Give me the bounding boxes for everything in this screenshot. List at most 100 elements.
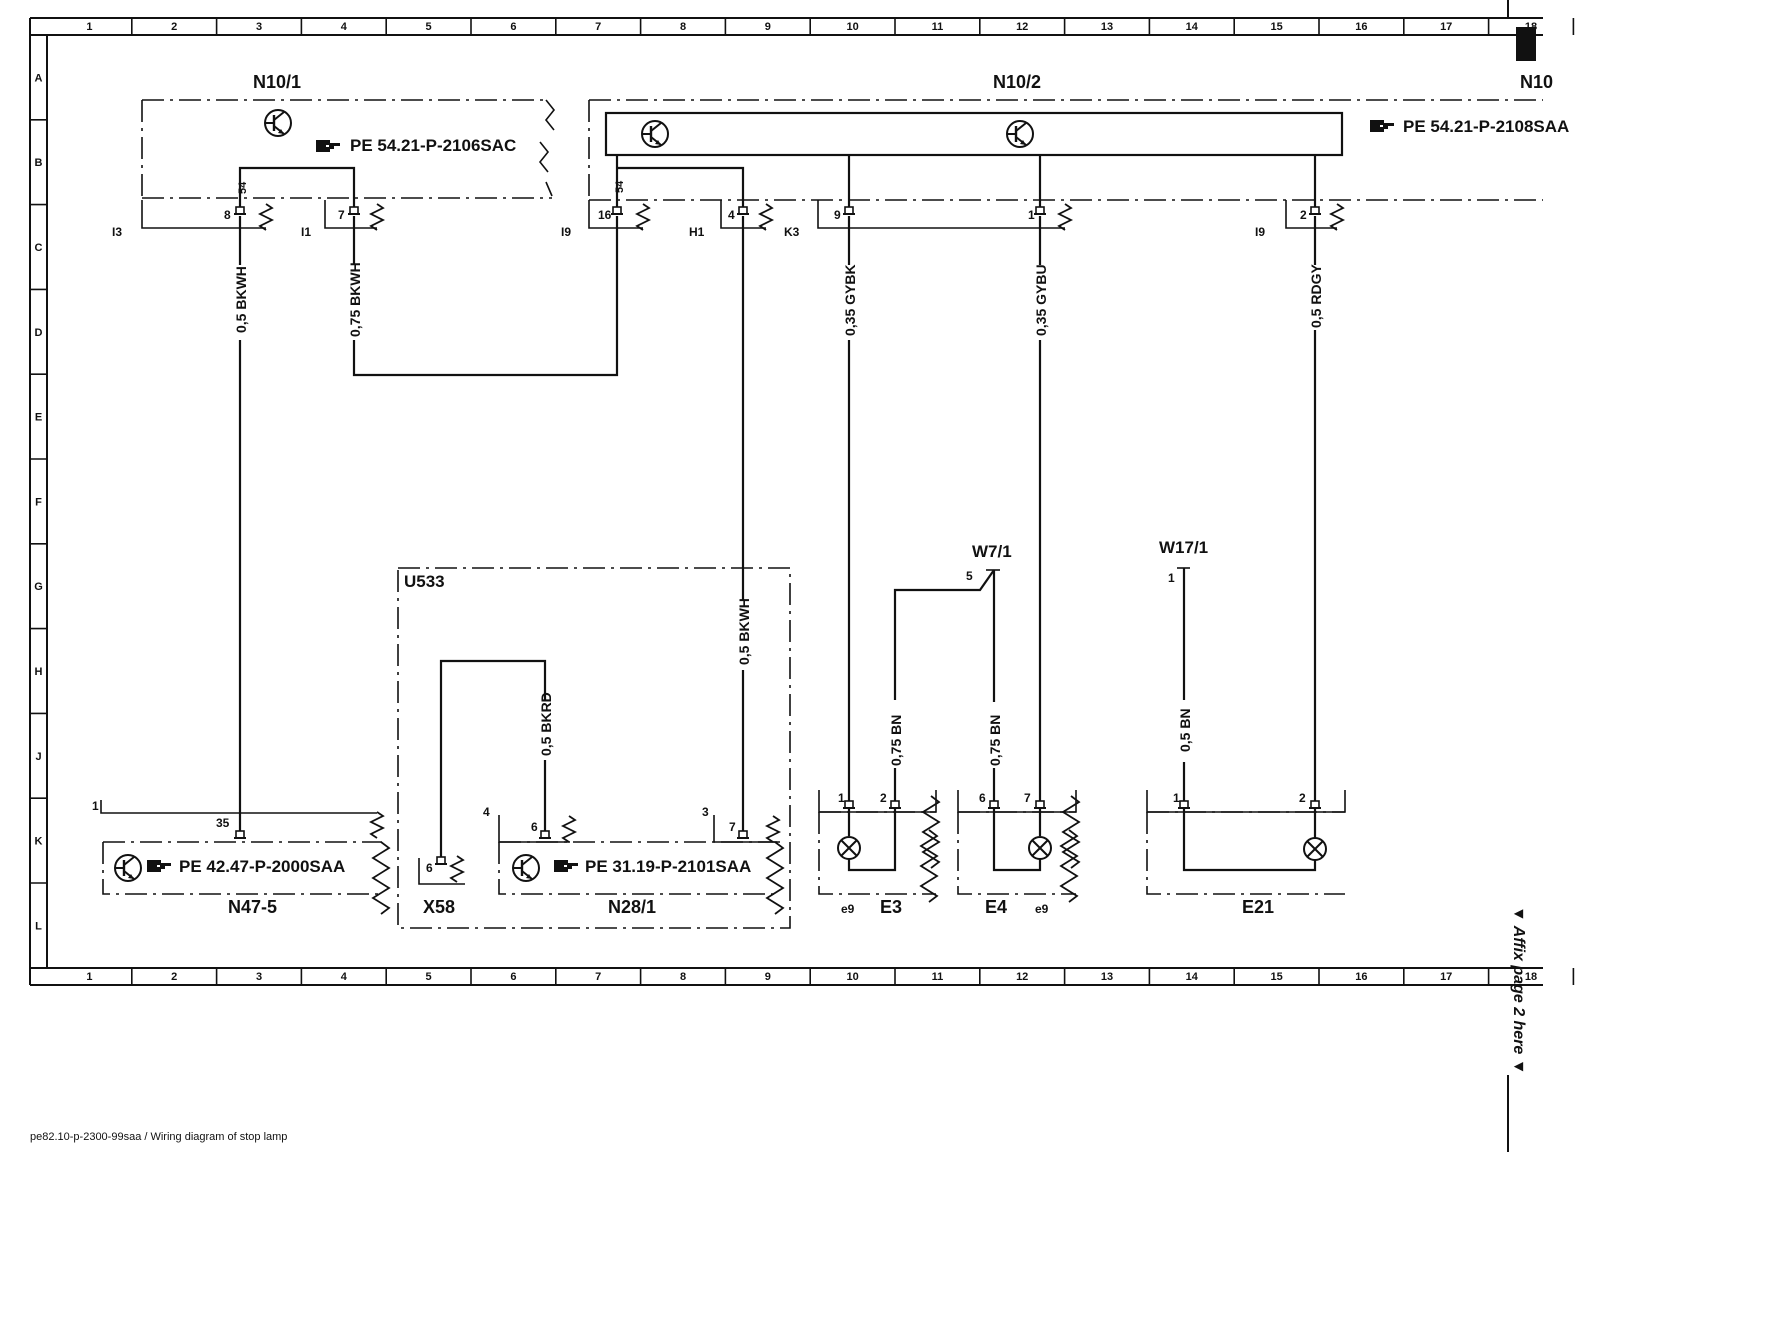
drawing-frame: 1122334455667788991010111112121313141415…: [29, 0, 1575, 1152]
wire-label: 0,5 BKWH: [736, 598, 752, 665]
pin-label: 1: [1168, 571, 1175, 585]
component-label-n47-5: N47-5: [228, 897, 277, 917]
reference-hand-icon: [316, 140, 340, 152]
pin-label: 4: [483, 805, 490, 819]
resistor-icon: [259, 203, 273, 231]
wire-label: 0,5 BN: [1177, 708, 1193, 752]
grid-column-label: 15: [1270, 971, 1282, 983]
wire-label: 0,35 GYBU: [1033, 264, 1049, 336]
resistor-icon: [766, 815, 780, 843]
connector-label-k3: K3: [784, 225, 800, 239]
pin-label: 3: [702, 805, 709, 819]
wire-label: 0,75 BN: [987, 715, 1003, 766]
resistor-icon: [450, 855, 464, 883]
resistor-icon: [766, 841, 784, 915]
pin-label: 54: [237, 181, 249, 194]
ground-label-w17-1: W17/1: [1159, 538, 1208, 557]
grid-column-label: 12: [1016, 21, 1028, 33]
grid-column-label: 17: [1440, 971, 1452, 983]
resistor-icon: [372, 841, 390, 915]
grid-column-label: 14: [1186, 971, 1199, 983]
pin-label: 2: [1299, 791, 1306, 805]
pin-label: 6: [531, 820, 538, 834]
grid-column-label: 17: [1440, 21, 1452, 33]
transistor-icon: [511, 853, 541, 883]
grid-column-label: 5: [426, 21, 432, 33]
grid-column-label: 8: [680, 971, 686, 983]
grid-row-label: E: [35, 412, 42, 424]
reference-link-n28-1[interactable]: PE 31.19-P-2101SAA: [585, 857, 751, 876]
grid-row-label: C: [35, 242, 43, 254]
wire-label: 0,5 RDGY: [1308, 264, 1324, 328]
transistor-icon: [113, 853, 143, 883]
grid-column-label: 15: [1270, 21, 1282, 33]
pin-label: 8: [224, 208, 231, 222]
pin-label: 2: [880, 791, 887, 805]
grid-row-label: K: [35, 836, 43, 848]
wire-label: 0,5 BKWH: [233, 266, 249, 333]
grid-column-label: 5: [426, 971, 432, 983]
component-label-n28-1: N28/1: [608, 897, 656, 917]
pin-label: 1: [92, 799, 99, 813]
grid-column-label: 1: [86, 21, 92, 33]
grid-row-label: F: [35, 496, 42, 508]
grid-column-label: 16: [1355, 971, 1367, 983]
footer-caption: pe82.10-p-2300-99saa / Wiring diagram of…: [30, 1131, 287, 1143]
component-label-n10-2: N10/2: [993, 72, 1041, 92]
lamp-group-e21: W17/1 1 0,5 BN 1 2 E21: [1146, 538, 1346, 917]
pin-label: 6: [979, 791, 986, 805]
pin-label: 4: [728, 208, 735, 222]
reference-link-n10-1[interactable]: PE 54.21-P-2106SAC: [350, 136, 516, 155]
grid-column-label: 18: [1525, 21, 1537, 33]
resistor-icon: [636, 203, 650, 231]
grid-row-label: G: [34, 581, 43, 593]
component-label-u533: U533: [404, 572, 445, 591]
grid-column-label: 2: [171, 21, 177, 33]
pin-label: 9: [834, 208, 841, 222]
pin-label: 7: [729, 820, 736, 834]
grid-column-label: 6: [510, 21, 516, 33]
grid-column-label: 13: [1101, 21, 1113, 33]
connector-label-i9: I9: [1255, 225, 1265, 239]
module-u533: U533 0,5 BKRD 6 X58 4 3 6 7 PE 31.19-P-2…: [397, 567, 791, 929]
grid-row-label: A: [35, 72, 43, 84]
grid-column-label: 2: [171, 971, 177, 983]
pin-label: 54: [614, 180, 626, 193]
resistor-icon: [370, 811, 384, 839]
module-n47-5: 1 35 PE 42.47-P-2000SAA N47-5: [92, 799, 390, 917]
transistor-icon: [1005, 119, 1035, 149]
component-label-n10-1: N10/1: [253, 72, 301, 92]
grid-column-label: 4: [341, 971, 348, 983]
component-label-x58: X58: [423, 897, 455, 917]
pin-label: 16: [598, 208, 612, 222]
wire-label: 0,5 BKRD: [538, 692, 554, 756]
pin-label: 5: [966, 569, 973, 583]
connector-label-i1: I1: [301, 225, 311, 239]
page-marker-block: [1516, 27, 1536, 61]
grid-column-label: 11: [932, 21, 944, 33]
pin-label: 2: [1300, 208, 1307, 222]
reference-link-n47-5[interactable]: PE 42.47-P-2000SAA: [179, 857, 345, 876]
component-sub-label: e9: [1035, 902, 1049, 916]
lamp-icon: [837, 836, 861, 860]
grid-column-label: 13: [1101, 971, 1113, 983]
affix-note: ▼ Affix page 2 here ▼: [1510, 906, 1527, 1075]
reference-hand-icon: [554, 860, 578, 872]
grid-column-label: 10: [846, 971, 858, 983]
grid-column-label: 3: [256, 21, 262, 33]
grid-column-label: 10: [846, 21, 858, 33]
reference-link-n10-2[interactable]: PE 54.21-P-2108SAA: [1403, 117, 1569, 136]
grid-row-label: D: [35, 327, 43, 339]
lamp-group-e3-e4: W7/1 5 0,75 BN 0,75 BN 1 2 e9 E3 6 7 E4 …: [818, 542, 1080, 917]
component-label-e4: E4: [985, 897, 1007, 917]
connector-label-h1: H1: [689, 225, 705, 239]
grid-column-label: 8: [680, 21, 686, 33]
resistor-icon: [1058, 203, 1072, 231]
pin-label: 1: [838, 791, 845, 805]
grid-row-label: J: [35, 751, 41, 763]
grid-column-label: 7: [595, 971, 601, 983]
lamp-icon: [1303, 837, 1327, 861]
grid-column-label: 14: [1186, 21, 1199, 33]
grid-column-label: 3: [256, 971, 262, 983]
reference-hand-icon: [1370, 120, 1394, 132]
